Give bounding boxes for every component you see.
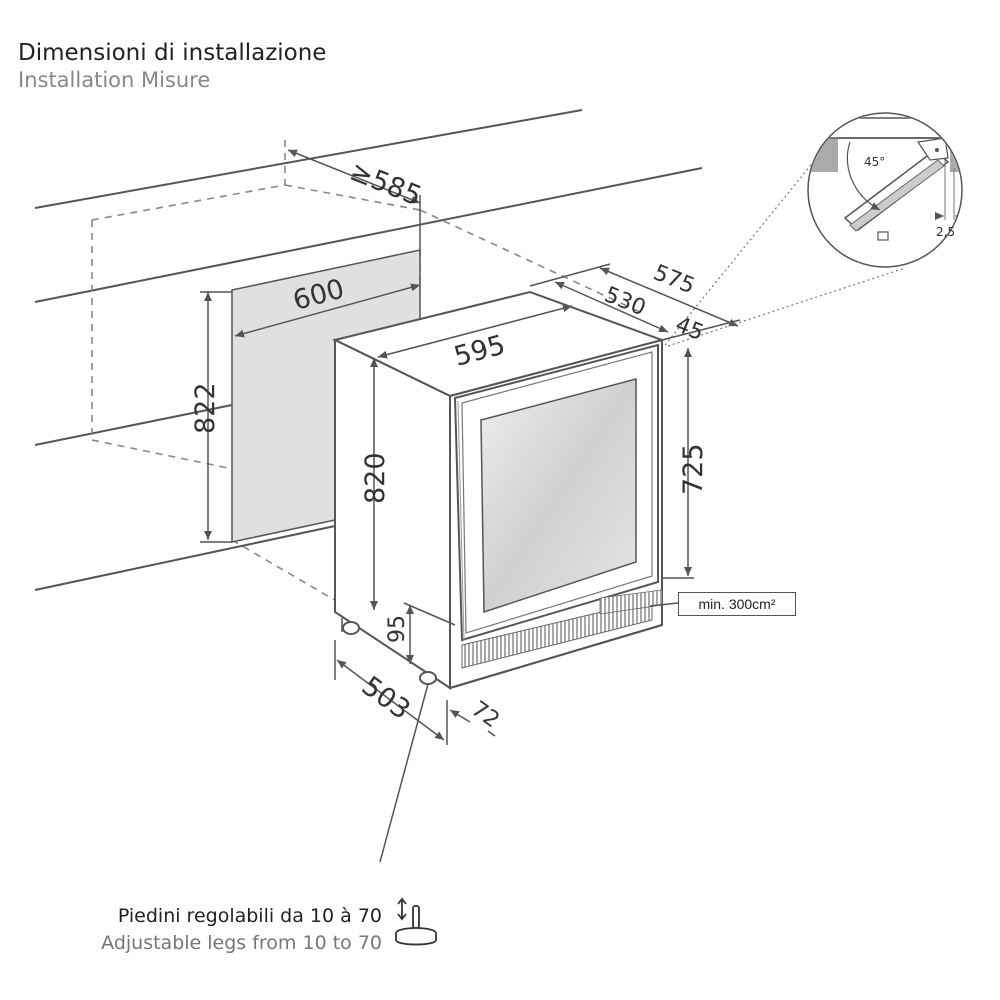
dim-plinth-height: 95	[385, 615, 410, 643]
dimension-lines	[200, 149, 741, 863]
dim-niche-height: 822	[190, 382, 221, 434]
dim-side-depth: 503	[356, 671, 416, 726]
door	[453, 343, 659, 642]
legs-english-label: Adjustable legs from 10 to 70	[101, 932, 382, 954]
title-italian: Dimensioni di installazione	[18, 40, 327, 66]
dim-unit-depth: 530	[601, 282, 649, 321]
legs-italian-label: Piedini regolabili da 10 à 70	[117, 905, 382, 927]
dim-right-height: 725	[678, 443, 709, 495]
hinge-detail: 45° 2,5	[807, 112, 963, 268]
dim-total-depth: 575	[650, 260, 698, 299]
door-glass	[480, 378, 637, 614]
adjustable-leg-icon	[395, 897, 437, 946]
ventilation-label: min. 300cm²	[678, 592, 796, 616]
dim-foot-offset: 72	[466, 697, 503, 734]
ventilation-grille	[449, 589, 663, 689]
dim-door-gap: 45	[672, 312, 707, 346]
title-english: Installation Misure	[18, 68, 211, 92]
detail-leader-lines	[664, 159, 906, 347]
dim-niche-depth: ≥585	[345, 156, 425, 213]
detail-angle: 45°	[864, 155, 885, 169]
detail-gap: 2,5	[936, 225, 955, 239]
dim-unit-height: 820	[360, 452, 391, 504]
